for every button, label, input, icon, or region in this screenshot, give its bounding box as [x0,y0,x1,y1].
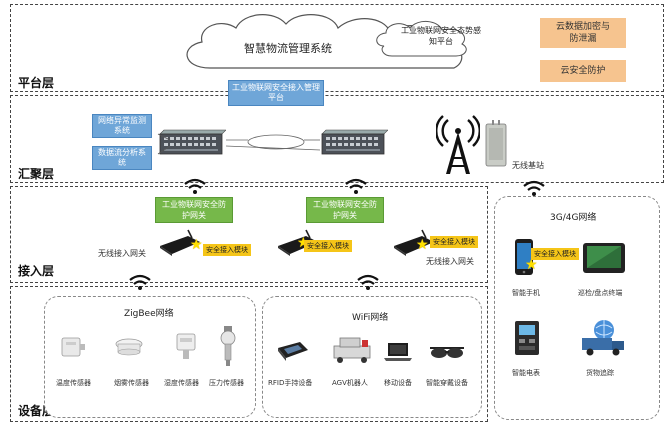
wifi-signal-icon [184,178,206,194]
device-label-agv: AGV机器人 [332,379,368,387]
sensor-label-pressure: 压力传感器 [209,379,244,387]
device-label-smart-meter: 智能电表 [512,369,540,377]
mobile-network-group [494,196,660,420]
access-management-platform-box: 工业物联网安全接入管理平台 [228,80,324,106]
device-label-inspection-terminal: 巡检/盘点终端 [578,289,623,297]
network-switch-icon [159,129,226,155]
device-label-rfid: RFID手持设备 [268,379,313,387]
star-icon: ★ [525,257,538,273]
wifi-signal-icon [345,178,367,194]
device-layer-frame [10,286,488,422]
data-flow-analysis-box: 数据流分析系统 [92,146,152,170]
smoke-sensor-icon [115,338,143,356]
zigbee-network-title: ZigBee网络 [124,309,174,319]
wifi-signal-icon [357,274,379,290]
secure-access-module-tag-1: 安全接入模块 [203,244,251,256]
smart-wearable-glasses-icon [430,347,464,358]
wireless-gateway-icon [394,229,434,256]
security-gateway-box-2: 工业物联网安全防护网关 [306,197,384,223]
wireless-tower-icon [436,115,480,174]
humidity-sensor-icon [176,333,196,359]
device-label-cargo-tracking: 货物追踪 [586,369,614,377]
wifi-signal-icon [523,180,545,196]
sensor-label-smoke: 烟雾传感器 [114,379,149,387]
pressure-sensor-icon [220,326,236,366]
inspection-terminal-icon [583,243,625,273]
cloud-security-box: 云安全防护 [540,60,626,82]
cloud-icon [186,14,467,69]
temperature-sensor-icon [61,337,85,357]
base-station-unit-icon [485,120,507,167]
secure-access-module-tag-2: 安全接入模块 [304,240,352,252]
cloud-encryption-box: 云数据加密与防泄漏 [540,18,626,48]
base-station-label: 无线基站 [512,161,544,170]
rfid-handheld-icon [278,342,308,361]
mobile-device-laptop-icon [384,343,412,361]
sensor-label-humidity: 湿度传感器 [164,379,199,387]
device-label-wearable: 智能穿戴设备 [426,379,468,387]
smartphone-icon [515,239,533,275]
secure-access-module-tag-3: 安全接入模块 [430,236,478,248]
access-layer-frame [10,186,488,283]
star-icon: ★ [416,237,429,253]
wireless-gateway-label-1: 无线接入网关 [98,249,146,258]
cloud-sub-title: 工业物联网安全态势感知平台 [401,26,481,46]
sensor-label-temperature: 温度传感器 [56,379,91,387]
network-switch-icon [321,129,388,155]
aggregation-layer-label: 汇聚层 [18,167,55,181]
network-anomaly-monitor-box: 网络异常监测系统 [92,114,152,138]
switch-link-lines [157,133,321,155]
wireless-gateway-label-2: 无线接入网关 [426,257,474,266]
aggregation-layer-frame [10,95,664,183]
wifi-network-group [262,296,482,418]
security-gateway-box-1: 工业物联网安全防护网关 [155,197,233,223]
zigbee-network-group [44,296,256,418]
wireless-gateway-icon [160,229,200,256]
device-label-smartphone: 智能手机 [512,289,540,297]
agv-robot-icon [333,337,371,363]
platform-layer-label: 平台层 [18,76,55,90]
smart-meter-icon [515,321,539,355]
cloud-main-title: 智慧物流管理系统 [244,42,332,55]
wifi-signal-icon [129,274,151,290]
wifi-network-title: WiFi网络 [352,313,389,323]
mobile-network-title: 3G/4G网络 [550,213,597,223]
cargo-tracking-truck-icon [582,320,624,356]
star-icon: ★ [190,237,203,253]
access-layer-label: 接入层 [18,264,55,278]
secure-access-module-tag-mobile: 安全接入模块 [531,248,579,260]
device-label-mobile-device: 移动设备 [384,379,412,387]
platform-layer-frame [10,4,664,92]
